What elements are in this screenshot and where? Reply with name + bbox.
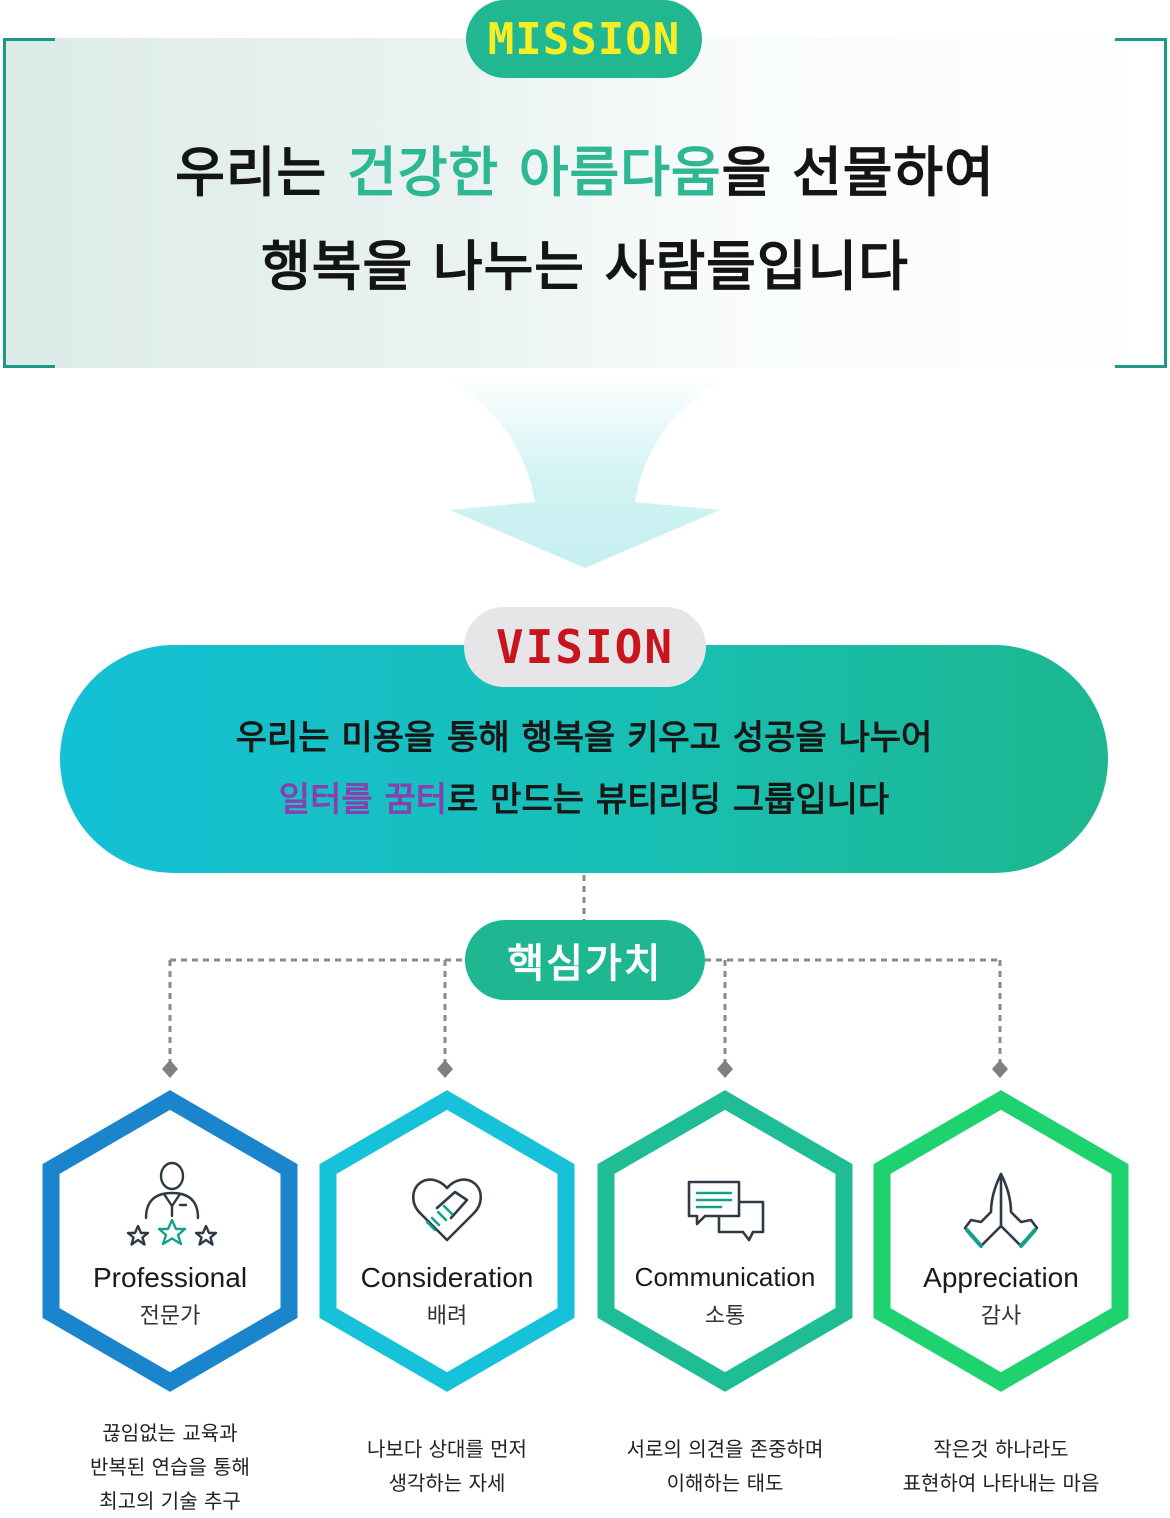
vision-badge-label: VISION bbox=[495, 620, 675, 674]
vision-statement-line-2: 일터를 꿈터로 만드는 뷰티리딩 그룹입니다 bbox=[60, 772, 1108, 821]
description-line: 최고의 기술 추구 bbox=[99, 1489, 241, 1513]
mission-badge-label: MISSION bbox=[487, 13, 681, 65]
value-name-ko: 전문가 bbox=[139, 1304, 201, 1329]
connector-diamond bbox=[437, 1060, 453, 1078]
value-description-communication: 서로의 의견을 존중하며 이해하는 태도 bbox=[575, 1432, 875, 1500]
description-line: 이해하는 태도 bbox=[666, 1471, 784, 1495]
description-line: 끊임없는 교육과 bbox=[102, 1421, 238, 1445]
value-name-ko: 소통 bbox=[704, 1304, 746, 1329]
vision-highlight: 일터를 꿈터 bbox=[278, 780, 448, 820]
praying-hands-icon bbox=[963, 1172, 1039, 1248]
hexagon-frame bbox=[597, 1090, 853, 1392]
value-name-en: Consideration bbox=[360, 1262, 534, 1293]
hexagon-frame bbox=[873, 1090, 1129, 1392]
core-values-badge: 핵심가치 bbox=[465, 920, 705, 1000]
value-professional: Professional 전문가 bbox=[39, 1090, 301, 1392]
core-values-label: 핵심가치 bbox=[507, 941, 663, 987]
mission-highlight: 건강한 아름다움 bbox=[347, 141, 722, 204]
vision-badge: VISION bbox=[464, 607, 706, 687]
description-line: 표현하여 나타내는 마음 bbox=[902, 1471, 1100, 1495]
vision-line-2-suffix: 로 만드는 뷰티리딩 그룹입니다 bbox=[447, 780, 890, 820]
mission-badge: MISSION bbox=[466, 0, 702, 78]
connector-diamond bbox=[717, 1060, 733, 1078]
value-communication: Communication 소통 bbox=[594, 1090, 856, 1392]
description-line: 서로의 의견을 존중하며 bbox=[626, 1437, 824, 1461]
connector-diamond bbox=[162, 1060, 178, 1078]
down-arrow-icon bbox=[438, 372, 732, 568]
mission-line-1-suffix: 을 선물하여 bbox=[721, 141, 995, 204]
mission-line-1-prefix: 우리는 bbox=[175, 141, 348, 204]
mission-statement-line-1: 우리는 건강한 아름다움을 선물하여 bbox=[0, 128, 1170, 207]
expert-with-stars-icon bbox=[126, 1161, 218, 1246]
description-line: 나보다 상대를 먼저 bbox=[367, 1437, 527, 1461]
value-connectors bbox=[162, 875, 1008, 1078]
value-name-en: Professional bbox=[92, 1262, 248, 1293]
value-appreciation: Appreciation 감사 bbox=[870, 1090, 1132, 1392]
description-line: 반복된 연습을 통해 bbox=[90, 1455, 250, 1479]
value-description-professional: 끊임없는 교육과 반복된 연습을 통해 최고의 기술 추구 bbox=[20, 1416, 320, 1518]
value-name-en: Communication bbox=[634, 1262, 816, 1292]
description-line: 생각하는 자세 bbox=[388, 1471, 506, 1495]
value-description-consideration: 나보다 상대를 먼저 생각하는 자세 bbox=[297, 1432, 597, 1500]
value-name-ko: 감사 bbox=[980, 1304, 1022, 1329]
heart-handshake-icon bbox=[411, 1178, 483, 1242]
value-name-ko: 배려 bbox=[426, 1304, 468, 1329]
chat-bubbles-icon bbox=[687, 1180, 765, 1242]
value-consideration: Consideration 배려 bbox=[316, 1090, 578, 1392]
value-name-en: Appreciation bbox=[923, 1262, 1079, 1293]
value-description-appreciation: 작은것 하나라도 표현하여 나타내는 마음 bbox=[851, 1432, 1151, 1500]
mission-statement-line-2: 행복을 나누는 사람들입니다 bbox=[261, 235, 909, 298]
mission-bracket-right bbox=[1115, 38, 1167, 368]
vision-statement-line-1: 우리는 미용을 통해 행복을 키우고 성공을 나누어 bbox=[235, 718, 933, 758]
mission-panel bbox=[3, 38, 1167, 368]
mission-bracket-left bbox=[3, 38, 55, 368]
description-line: 작은것 하나라도 bbox=[933, 1437, 1069, 1461]
connector-diamond bbox=[992, 1060, 1008, 1078]
